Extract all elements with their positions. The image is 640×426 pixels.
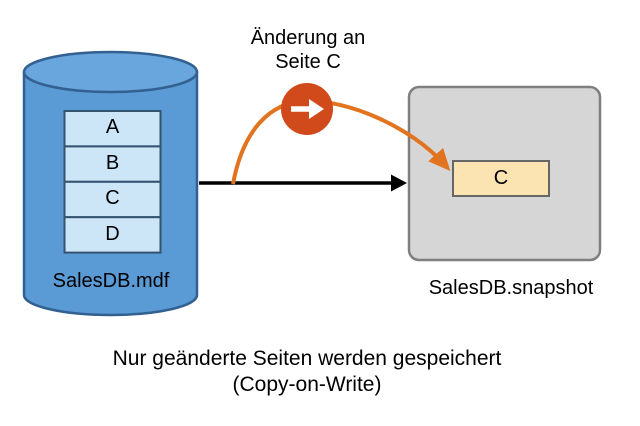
diagram-caption: Nur geänderte Seiten werden gespeichert …	[0, 346, 614, 398]
snapshot-file-label: SalesDB.snapshot	[428, 277, 594, 299]
snapshot-copied-page-box	[452, 160, 550, 197]
database-page-stack	[63, 110, 162, 254]
caption-line1: Nur geänderte Seiten werden gespeichert	[112, 347, 502, 370]
change-annotation: Änderung an Seite C	[198, 26, 418, 74]
black-arrowhead-icon	[391, 174, 407, 192]
page-label-c: C	[105, 187, 120, 209]
snapshot-copied-page-label: C	[493, 167, 509, 189]
caption-line2: (Copy-on-Write)	[232, 373, 382, 396]
page-label-b: B	[105, 151, 120, 174]
change-annotation-line2: Seite C	[275, 51, 341, 73]
change-annotation-line1: Änderung an	[250, 27, 366, 49]
database-to-snapshot-arrow	[199, 174, 407, 192]
badge-arrow-head	[309, 99, 324, 119]
change-badge-icon	[281, 83, 333, 135]
database-file-label: SalesDB.mdf	[52, 270, 170, 292]
page-label-a: A	[105, 116, 120, 138]
cylinder-top-ellipse	[22, 50, 199, 94]
page-label-d: D	[105, 222, 120, 245]
database-page-labels: A B C D	[63, 110, 162, 252]
